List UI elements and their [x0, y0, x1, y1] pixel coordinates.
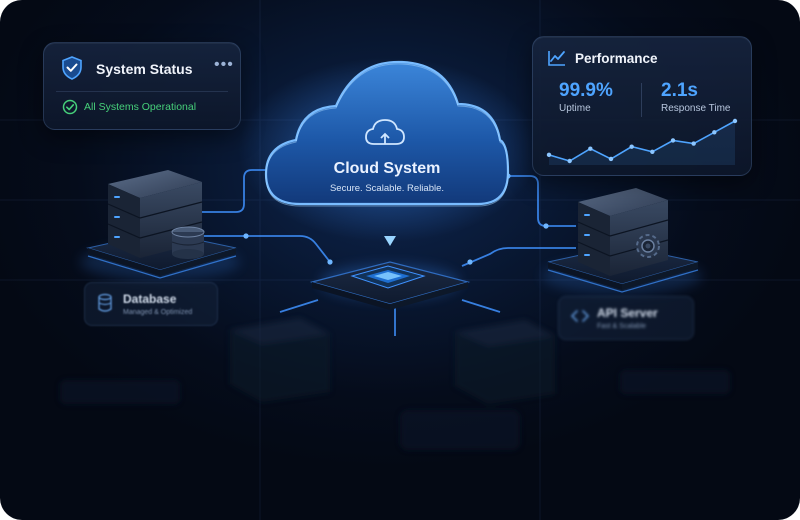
performance-sparkline	[546, 118, 738, 165]
api-server-label-card[interactable]: API Server Fast & Scalable	[558, 296, 694, 340]
database-label: Database	[123, 292, 177, 306]
blurred-foreground-blocks	[60, 318, 730, 450]
cloud-tagline: Secure. Scalable. Reliable.	[330, 183, 444, 194]
database-icon	[98, 293, 112, 312]
more-horizontal-icon[interactable]: •••	[214, 56, 234, 73]
sparkline-point	[691, 141, 696, 146]
database-label-card[interactable]: Database Managed & Optimized	[84, 282, 218, 326]
uptime-value: 99.9%	[559, 80, 613, 101]
sparkline-line	[548, 120, 736, 162]
cloud-title: Cloud System	[334, 160, 441, 177]
sparkline-point	[546, 152, 552, 158]
cloud-icon	[365, 119, 405, 145]
gear-icon	[636, 234, 660, 258]
api-server-label: API Server	[597, 306, 658, 320]
database-cylinder-icon	[171, 226, 205, 259]
sparkline-point	[732, 118, 738, 124]
status-card-title: System Status	[96, 61, 193, 77]
system-status-card[interactable]: System Status ••• All Systems Operationa…	[43, 42, 241, 130]
code-icon	[571, 310, 589, 322]
sparkline-point	[650, 149, 655, 154]
sparkline-point	[588, 146, 593, 151]
sparkline-point	[670, 138, 676, 143]
performance-card[interactable]: Performance 99.9% Uptime 2.1s Response T…	[532, 36, 752, 176]
sparkline-area	[549, 121, 735, 165]
sparkline-point	[567, 158, 572, 164]
metric-divider	[641, 83, 642, 117]
line-chart-icon	[548, 51, 565, 66]
divider	[56, 91, 228, 92]
cloud-shape: Cloud System Secure. Scalable. Reliable.	[238, 58, 538, 242]
connector-lines	[202, 169, 576, 336]
api-server-sublabel: Fast & Scalable	[597, 323, 647, 330]
uptime-label: Uptime	[559, 103, 591, 114]
response-time-label: Response Time	[661, 103, 731, 114]
status-text: All Systems Operational	[84, 101, 197, 113]
shield-check-icon	[62, 56, 82, 80]
sparkline-point	[608, 156, 614, 162]
performance-title: Performance	[575, 51, 658, 66]
sparkline-point	[712, 130, 717, 135]
sparkline-point	[629, 144, 634, 149]
central-hub	[309, 261, 471, 310]
api-server-group	[542, 188, 702, 294]
database-sublabel: Managed & Optimized	[123, 309, 193, 316]
response-time-value: 2.1s	[661, 80, 698, 101]
database-server-group	[80, 170, 240, 280]
check-circle-icon	[62, 99, 78, 115]
